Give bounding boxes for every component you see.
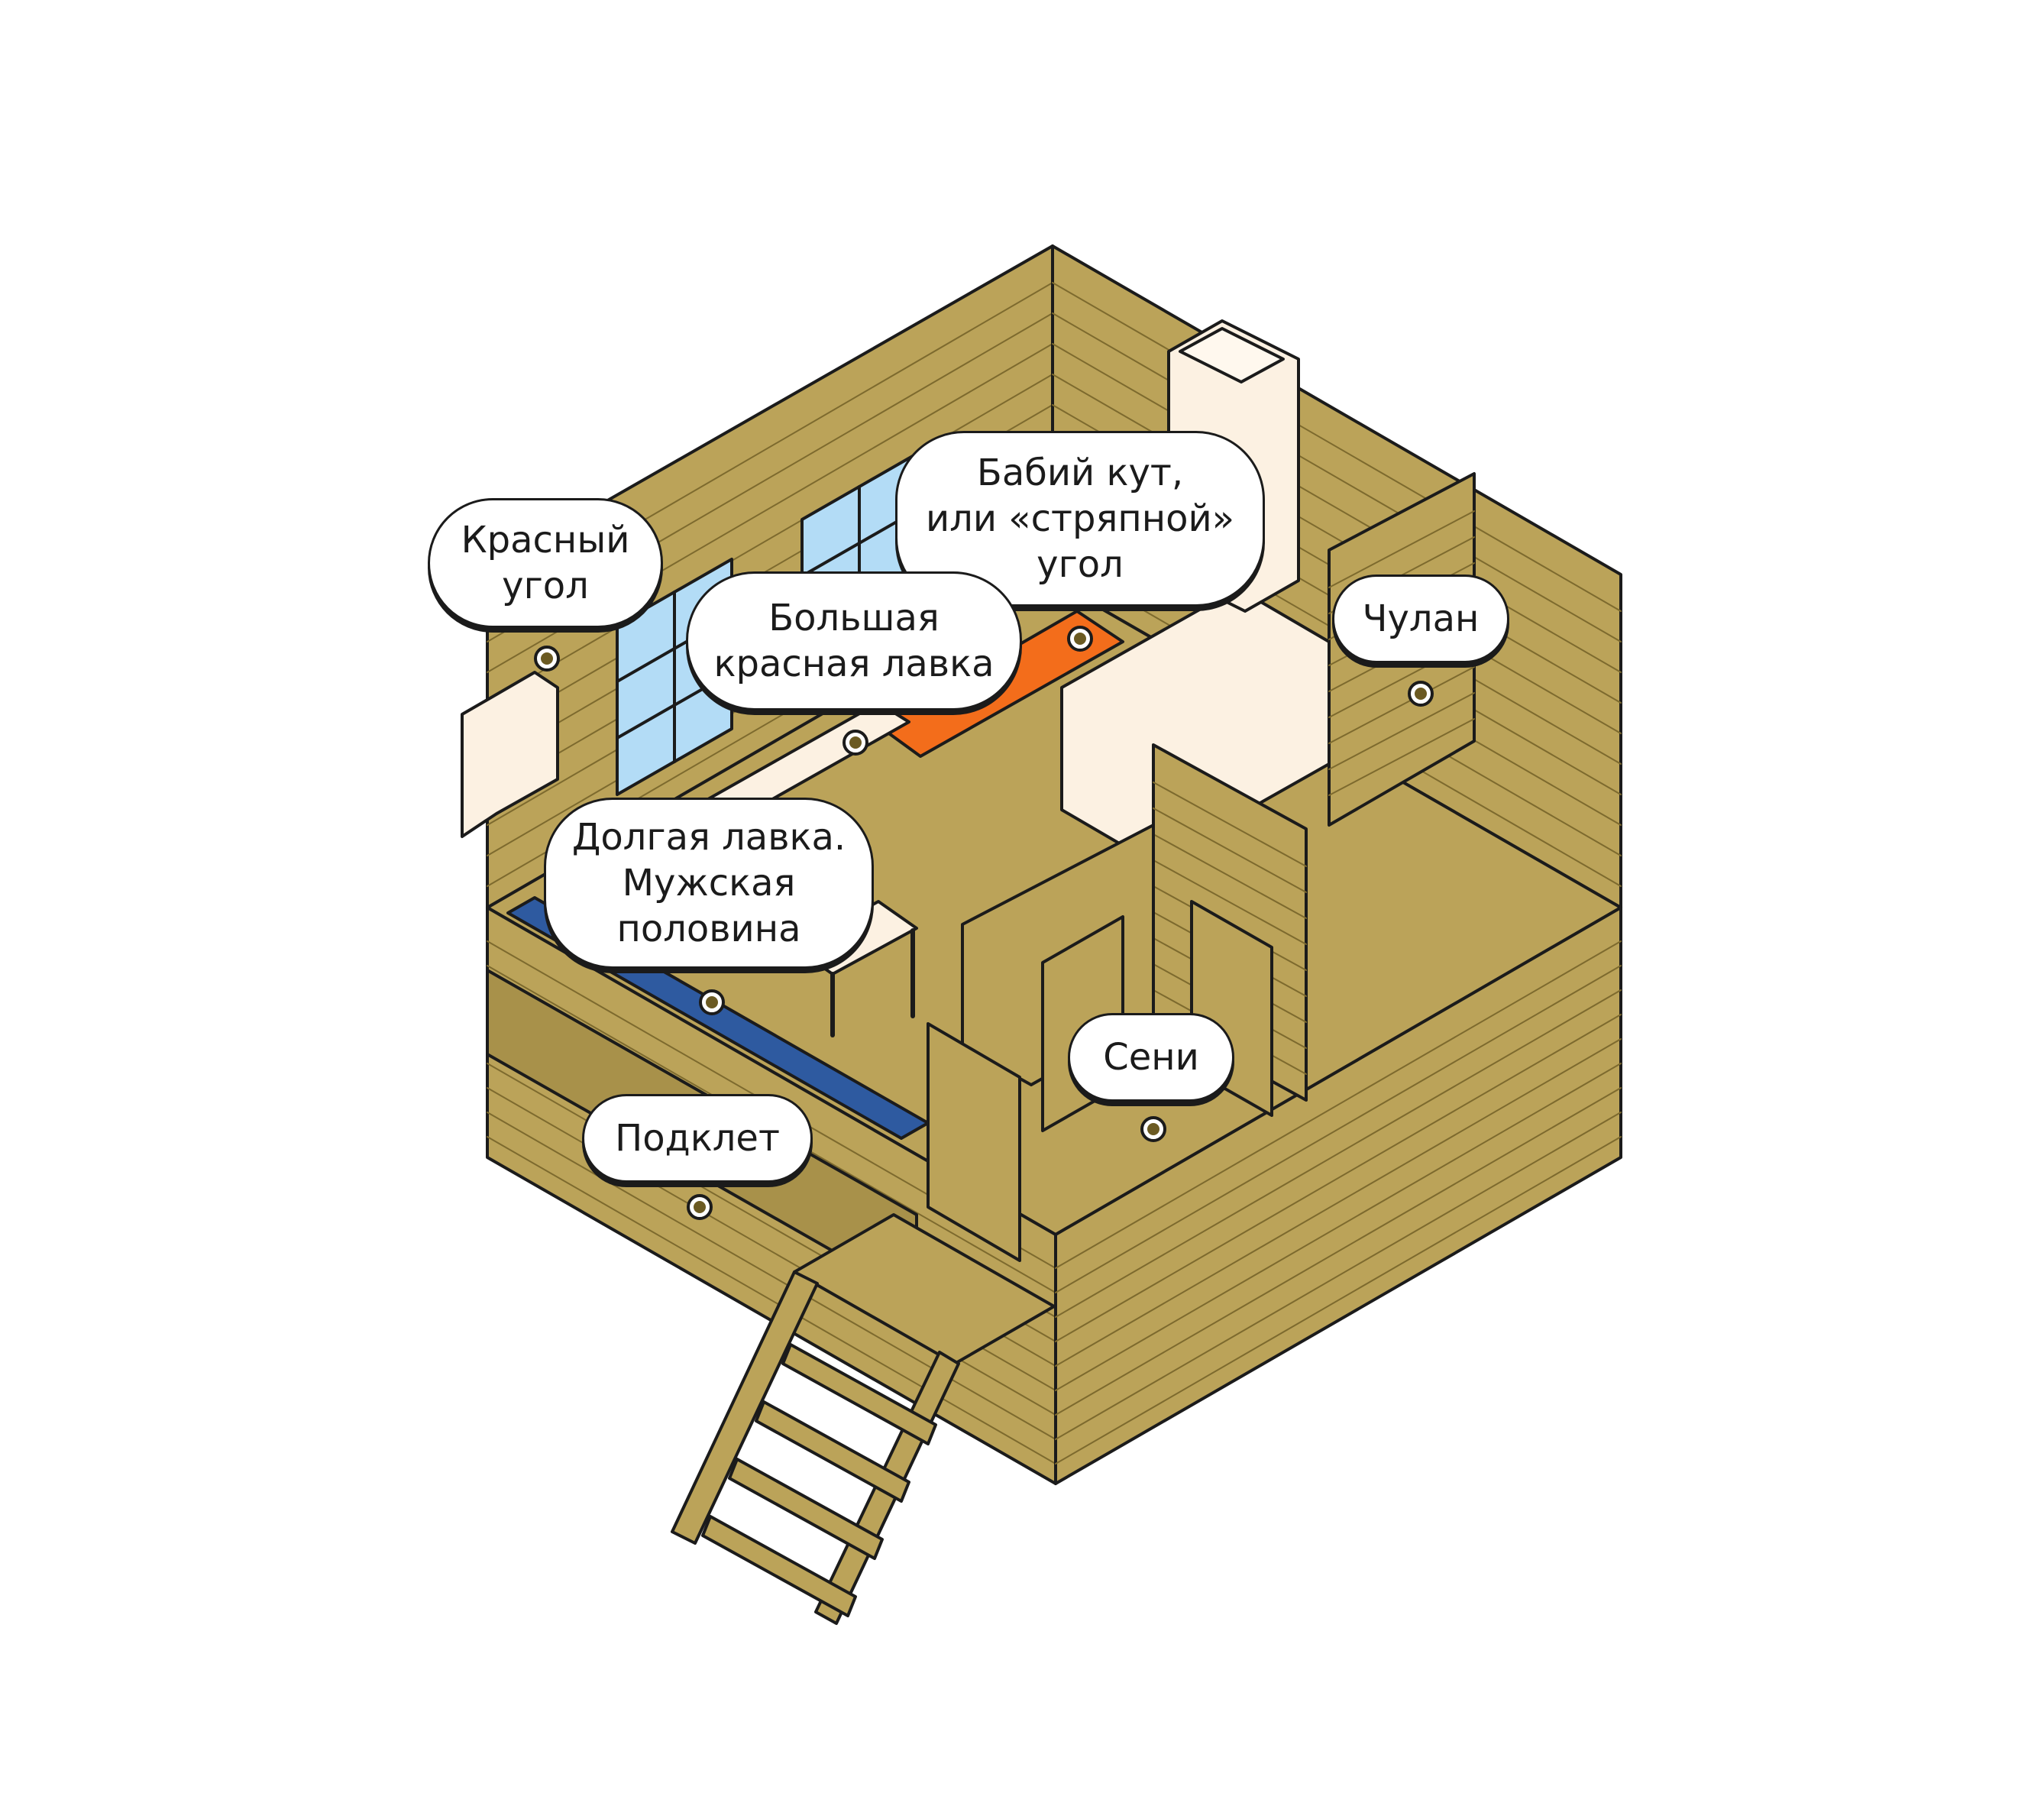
label-line: угол [1037, 543, 1124, 586]
marker-dolgaya-lavka [699, 989, 725, 1015]
back-right-wall-plank [1052, 282, 1622, 612]
back-right-wall-plank [1052, 343, 1622, 673]
entrance-door [927, 1022, 1021, 1262]
marker-krasny-ugol [534, 646, 560, 672]
marker-seni [1140, 1116, 1166, 1142]
back-right-wall-plank [1052, 374, 1622, 704]
marker-babiy-kut [1067, 626, 1093, 652]
right-outer-wall-plank [1055, 989, 1622, 1318]
icon-shelf [461, 671, 559, 838]
marker-podklet [687, 1194, 713, 1220]
chulan-wall-plank [1328, 666, 1475, 744]
label-line: Чулан [1362, 597, 1480, 640]
label-line: угол [502, 565, 589, 607]
marker-bolshaya-lavka [843, 730, 868, 756]
seni-wall-plank [1153, 782, 1307, 867]
label-line: половина [616, 908, 801, 950]
back-left-wall-plank [487, 374, 1053, 704]
right-outer-wall-plank [1055, 1063, 1622, 1391]
stair-step [781, 1343, 937, 1445]
stair-rail-left [671, 1270, 819, 1545]
right-outer-wall-plank [1055, 940, 1622, 1269]
seni-wall-plank [1153, 859, 1307, 945]
stair-step [728, 1458, 884, 1560]
label-line: Большая [768, 597, 940, 639]
right-outer-wall-plank [1055, 1136, 1622, 1465]
right-outer-wall-plank [1055, 1038, 1622, 1367]
right-outer-wall [1054, 906, 1622, 1485]
chimney-top [1179, 327, 1285, 384]
chulan-wall-plank [1328, 510, 1475, 588]
right-outer-wall-plank [1055, 965, 1622, 1293]
right-outer-wall-plank [1055, 1112, 1622, 1440]
callout-podklet: Подклет [582, 1094, 813, 1183]
label-line: Долгая лавка. [571, 816, 846, 859]
callout-krasny-ugol: Красный угол [428, 498, 663, 628]
marker-chulan [1408, 681, 1434, 707]
chulan-wall-plank [1328, 692, 1475, 770]
callout-dolgaya-lavka: Долгая лавка. Мужская половина [544, 798, 874, 969]
right-outer-wall-plank [1055, 1087, 1622, 1416]
left-outer-wall-plank [487, 1136, 1056, 1465]
callout-chulan: Чулан [1332, 574, 1509, 663]
label-line: Мужская [622, 862, 796, 905]
callout-bolshaya-lavka: Большая красная лавка [686, 571, 1022, 710]
label-line: Подклет [615, 1117, 780, 1160]
chulan-wall-plank [1328, 718, 1475, 796]
left-outer-wall-plank [487, 1112, 1056, 1440]
right-outer-wall-plank [1055, 1014, 1622, 1342]
label-line: Бабий кут, [976, 452, 1184, 494]
label-line: или «стряпной» [925, 497, 1235, 540]
label-line: Сени [1103, 1036, 1199, 1079]
label-line: красная лавка [713, 642, 995, 685]
callout-seni: Сени [1068, 1013, 1234, 1102]
seni-wall-plank [1153, 833, 1307, 919]
back-right-wall-plank [1052, 312, 1622, 642]
stair-step [755, 1400, 910, 1503]
stair-step [701, 1515, 857, 1617]
label-line: Красный [461, 519, 630, 562]
porch-landing [793, 1213, 1056, 1365]
seni-wall-plank [1153, 808, 1307, 893]
